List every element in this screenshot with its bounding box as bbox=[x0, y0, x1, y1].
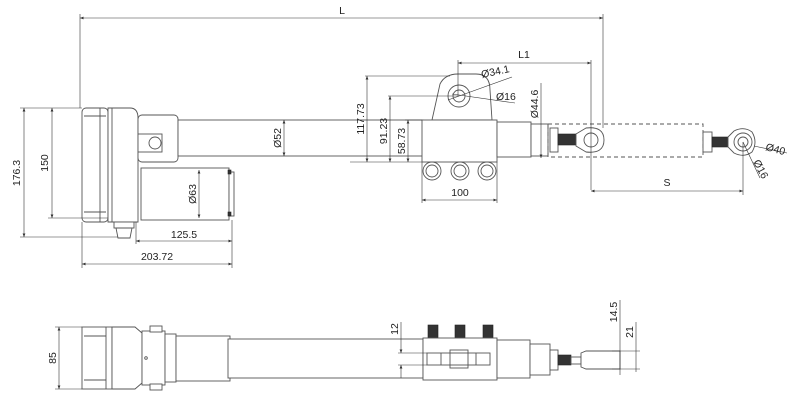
gearbox-housing bbox=[107, 107, 139, 223]
dim-clamp-heights: 117.73 91.23 58.73 bbox=[350, 75, 459, 163]
dim-motor-diameter: Ø63 bbox=[187, 170, 201, 218]
inner-tube bbox=[496, 121, 532, 158]
dim-label-S: S bbox=[663, 177, 670, 189]
dim-label-21: 21 bbox=[624, 326, 636, 338]
dim-label-150: 150 bbox=[39, 154, 51, 172]
tube-end-cap bbox=[530, 123, 549, 157]
dim-tube-diameter: Ø52 bbox=[272, 120, 286, 156]
side-view: 85 12 14.5 21 bbox=[47, 300, 640, 391]
dim-rod-end-size: 14.5 21 bbox=[608, 300, 640, 375]
dim-overall-length: L bbox=[79, 5, 604, 128]
side-end-cap bbox=[81, 326, 113, 390]
dim-label-d16-pivot: Ø16 bbox=[496, 91, 516, 103]
dim-clamp-width: 100 bbox=[421, 162, 498, 203]
dim-motor-length: 125.5 bbox=[135, 220, 233, 268]
dim-label-d34: Ø34.1 bbox=[480, 63, 511, 81]
trunnion-clamp bbox=[421, 73, 498, 181]
dim-label-d16-eye: Ø16 bbox=[750, 158, 770, 181]
dim-housing-height: 150 bbox=[39, 108, 108, 219]
dim-label-L: L bbox=[339, 5, 345, 17]
dim-label-91: 91.23 bbox=[378, 118, 390, 144]
dim-label-176: 176.3 bbox=[11, 160, 23, 186]
dim-label-d44: Ø44.6 bbox=[529, 90, 541, 119]
rod-end-retracted bbox=[549, 127, 605, 153]
dim-label-d40: Ø40 bbox=[764, 141, 786, 158]
dim-label-12: 12 bbox=[389, 323, 401, 335]
side-outer-tube bbox=[227, 338, 424, 379]
mount-lug-icon bbox=[148, 136, 162, 150]
side-inner-tube bbox=[496, 339, 531, 379]
dim-total-height: 176.3 bbox=[11, 107, 118, 238]
dim-rod-tube-diameter: Ø44.6 bbox=[529, 83, 543, 158]
dim-label-125: 125.5 bbox=[171, 229, 197, 241]
side-rod-end bbox=[549, 349, 621, 371]
dim-slot-width: 12 bbox=[389, 322, 427, 378]
side-mount-lug bbox=[141, 325, 166, 391]
dim-label-117: 117.73 bbox=[355, 103, 367, 134]
dim-pivot-diameters: Ø34.1 Ø16 bbox=[447, 63, 516, 104]
side-tube-collar bbox=[175, 335, 231, 382]
dim-label-100: 100 bbox=[451, 187, 469, 199]
motor-end-cap bbox=[81, 107, 109, 223]
dim-side-width: 85 bbox=[47, 326, 82, 390]
dim-label-58: 58.73 bbox=[396, 128, 408, 154]
dim-l1: L1 bbox=[457, 49, 592, 190]
front-housing bbox=[137, 114, 179, 163]
side-gearbox bbox=[111, 326, 143, 390]
dim-label-d52: Ø52 bbox=[272, 128, 284, 148]
dim-label-d63: Ø63 bbox=[187, 184, 199, 204]
side-end-cap-rod bbox=[529, 343, 551, 376]
side-clamp bbox=[422, 324, 498, 381]
dim-housing-length: 203.72 bbox=[81, 222, 232, 268]
dim-label-L1: L1 bbox=[518, 49, 530, 61]
side-flange bbox=[164, 333, 177, 383]
dim-label-85: 85 bbox=[47, 352, 59, 364]
top-view: L L1 S 176.3 150 Ø bbox=[11, 5, 788, 268]
motor bbox=[140, 167, 235, 221]
dim-stroke: S bbox=[591, 142, 744, 195]
dim-label-14-5: 14.5 bbox=[608, 302, 620, 323]
cable-gland bbox=[113, 221, 135, 239]
dim-label-203: 203.72 bbox=[141, 251, 173, 263]
rod-end-extended bbox=[702, 128, 756, 156]
